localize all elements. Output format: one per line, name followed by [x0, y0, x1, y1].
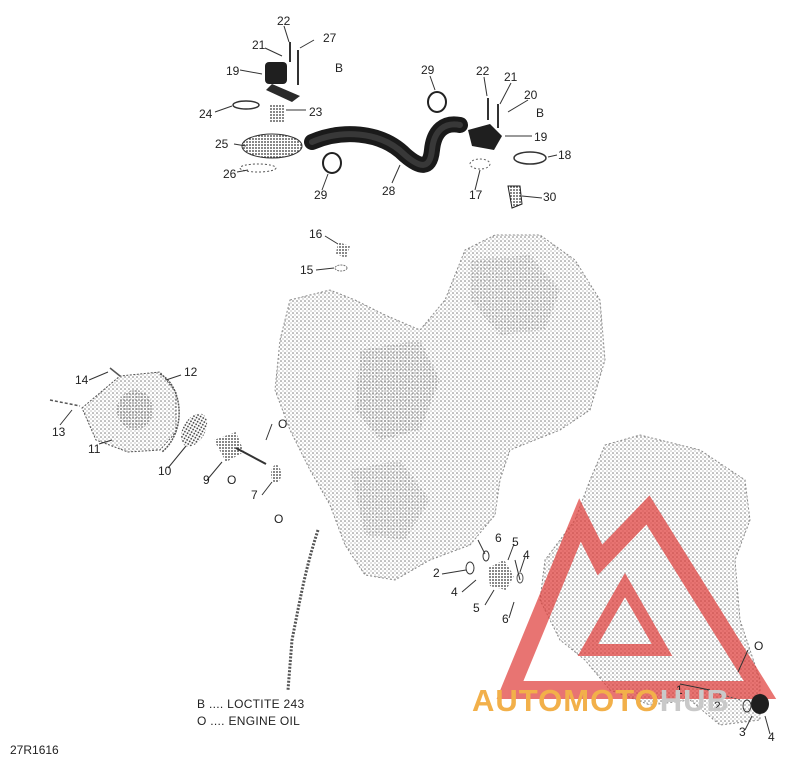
callout-9: 9 — [203, 473, 210, 487]
reference-code: 27R1616 — [10, 743, 59, 757]
watermark-part1: AUTOMOTO — [472, 683, 660, 718]
callout-4: 4 — [523, 548, 530, 562]
callout-7: 7 — [251, 488, 258, 502]
callout-22: 22 — [277, 14, 291, 28]
callout-4-b: 4 — [451, 585, 458, 599]
callout-15: 15 — [300, 263, 314, 277]
callout-18: 18 — [558, 148, 572, 162]
drain-plug-parts — [699, 687, 769, 714]
callout-loctite-b: B — [335, 61, 344, 75]
callout-25: 25 — [215, 137, 229, 151]
watermark-text: AUTOMOTOHUB — [472, 683, 730, 719]
callout-21: 21 — [252, 38, 266, 52]
watermark-logo — [496, 495, 777, 699]
pump-drive-parts — [465, 550, 524, 590]
callout-oil-o-4: O — [754, 639, 764, 653]
callout-loctite-b-right: B — [536, 106, 545, 120]
callout-1: 1 — [676, 683, 683, 697]
callout-21-right: 21 — [504, 70, 518, 84]
callout-5: 5 — [512, 535, 519, 549]
callout-19-right: 19 — [534, 130, 548, 144]
screws-15-16 — [334, 242, 350, 272]
callout-22-right: 22 — [476, 64, 490, 78]
callout-2-b: 2 — [714, 699, 721, 713]
legend-engine-oil: O .... ENGINE OIL — [197, 714, 301, 728]
impeller-gasket — [180, 413, 281, 483]
coolant-hose-28 — [304, 116, 468, 173]
engine-crankcase — [274, 234, 606, 691]
callout-14: 14 — [75, 373, 89, 387]
callout-6-b: 6 — [502, 612, 509, 626]
callout-23: 23 — [309, 105, 323, 119]
leader-lines — [59, 25, 771, 735]
callout-13: 13 — [52, 425, 66, 439]
watermark-part2: HUB — [659, 683, 730, 718]
o-rings-29 — [322, 91, 447, 174]
callout-17: 17 — [469, 188, 483, 202]
callout-oil-o-1: O — [278, 417, 288, 431]
callout-20: 20 — [524, 88, 538, 102]
callout-2: 2 — [433, 566, 440, 580]
callout-oil-o-2: O — [227, 473, 237, 487]
callout-28: 28 — [382, 184, 396, 198]
callout-29-bottom: 29 — [314, 188, 328, 202]
callout-26: 26 — [223, 167, 237, 181]
callout-6: 6 — [495, 531, 502, 545]
thermostat-housing-left — [232, 42, 303, 173]
legend-loctite: B .... LOCTITE 243 — [197, 697, 305, 711]
callout-3: 3 — [739, 725, 746, 739]
callout-5-b: 5 — [473, 601, 480, 615]
thermostat-housing-right — [468, 98, 547, 209]
water-pump-cover — [49, 367, 180, 453]
callout-4-c: 4 — [768, 730, 775, 744]
callout-29-top: 29 — [421, 63, 435, 77]
callout-12: 12 — [184, 365, 198, 379]
callout-16: 16 — [309, 227, 323, 241]
callout-10: 10 — [158, 464, 172, 478]
callout-11: 11 — [88, 442, 101, 456]
callout-27: 27 — [323, 31, 337, 45]
callout-oil-o-3: O — [274, 512, 284, 526]
callout-24: 24 — [199, 107, 213, 121]
callout-19: 19 — [226, 64, 240, 78]
callout-30: 30 — [543, 190, 557, 204]
